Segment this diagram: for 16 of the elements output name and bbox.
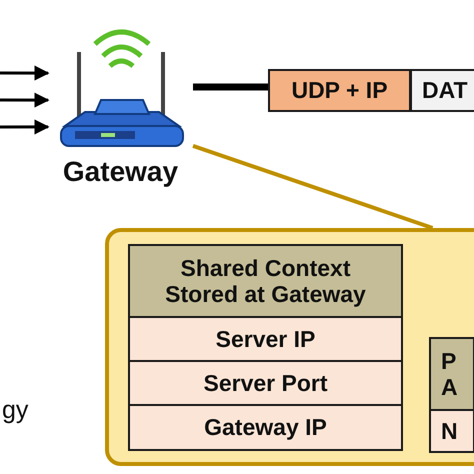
table-header: Shared Context Stored at Gateway <box>128 244 403 318</box>
packet-field: DAT <box>410 69 474 112</box>
arrow <box>0 119 50 134</box>
arrow <box>0 66 50 81</box>
callout-panel <box>105 228 474 466</box>
table-header: P A <box>429 337 474 411</box>
arrow <box>0 92 50 108</box>
packet-field: UDP + IP <box>268 69 411 112</box>
table-cell: N <box>429 409 474 453</box>
device-label: Gateway <box>62 156 180 188</box>
table-cell: Server IP <box>128 316 403 362</box>
table-cell: Server Port <box>128 360 403 406</box>
table-cell: Gateway IP <box>128 404 403 451</box>
connector-line <box>193 84 268 91</box>
leader-line <box>192 144 434 230</box>
caption-text: gy <box>2 396 28 425</box>
